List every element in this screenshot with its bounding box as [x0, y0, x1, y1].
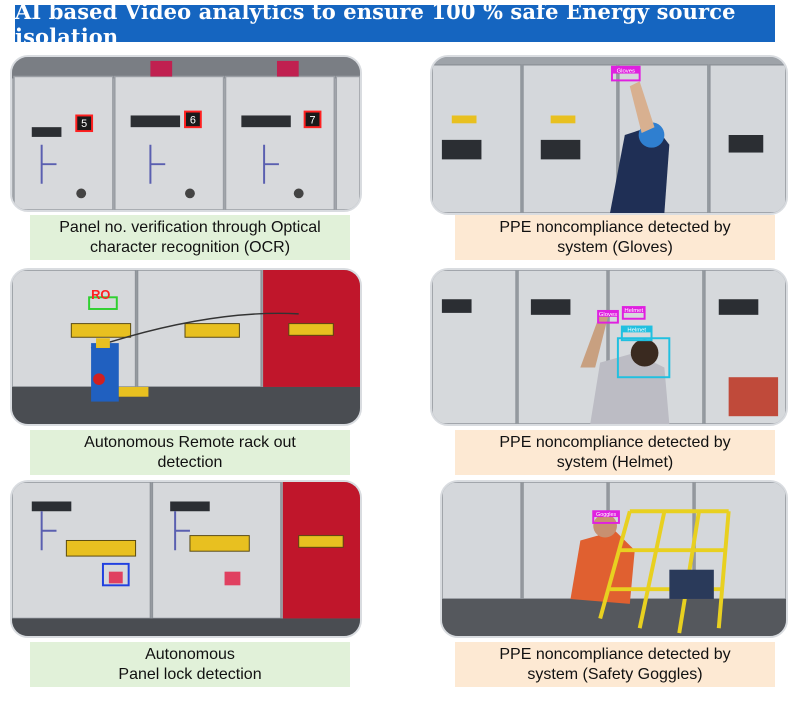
gloves-panel-image: Gloves [430, 55, 788, 215]
gloves-detection-label: Gloves [617, 69, 635, 75]
ocr-label: 6 [190, 114, 196, 126]
helmet-detection-label: Helmet [627, 327, 646, 333]
lock-caption: Autonomous Panel lock detection [30, 642, 350, 687]
rackout-detection-label: RO [91, 287, 110, 302]
page-title: AI based Video analytics to ensure 100 %… [15, 0, 775, 49]
helmet-panel-image: Gloves Helmet Helmet [430, 268, 788, 426]
helmet-detection-label: Helmet [624, 308, 643, 314]
helmet-detection-label: Gloves [599, 312, 617, 318]
goggles-detection-label: Goggles [596, 512, 616, 518]
rackout-panel-image: RO [10, 268, 362, 426]
rackout-caption: Autonomous Remote rack out detection [30, 430, 350, 475]
gloves-caption: PPE noncompliance detected by system (Gl… [455, 215, 775, 260]
helmet-caption: PPE noncompliance detected by system (He… [455, 430, 775, 475]
ocr-caption: Panel no. verification through Optical c… [30, 215, 350, 260]
goggles-caption: PPE noncompliance detected by system (Sa… [455, 642, 775, 687]
ocr-panel-image: 5 6 7 [10, 55, 362, 212]
lock-panel-image [10, 480, 362, 638]
ocr-label: 5 [81, 118, 87, 130]
goggles-panel-image: Goggles [440, 480, 788, 638]
ocr-label: 7 [310, 114, 316, 126]
